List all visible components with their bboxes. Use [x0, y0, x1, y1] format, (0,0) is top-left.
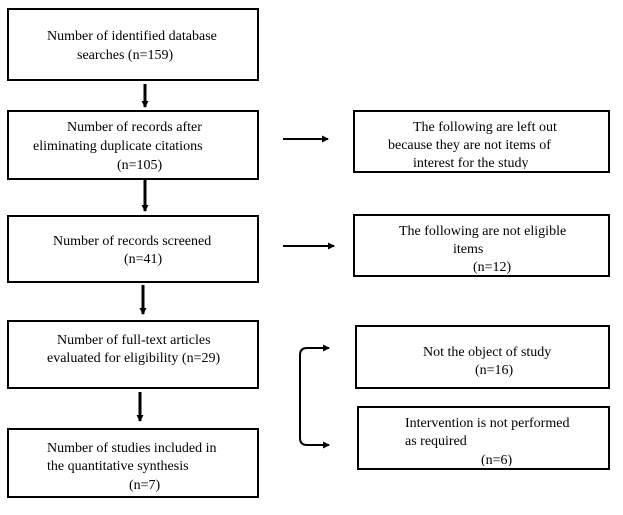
records-after-duplicates-line-1: Number of records after — [67, 120, 202, 135]
records-after-duplicates-box: Number of records after eliminating dupl… — [7, 110, 259, 180]
intervention-not-performed-line-2: as required — [405, 434, 467, 449]
excluded-not-interest-line-3: interest for the study — [413, 156, 529, 169]
identified-searches-line-1: Number of identified database — [47, 29, 217, 44]
full-text-articles-box: Number of full-text articles evaluated f… — [7, 320, 259, 389]
full-text-articles-line-2: evaluated for eligibility (n=29) — [47, 351, 221, 366]
records-after-duplicates-line-3: (n=105) — [117, 158, 163, 173]
identified-searches-line-2: searches (n=159) — [77, 48, 174, 63]
records-screened-line-2: (n=41) — [124, 252, 163, 267]
records-screened-box: Number of records screened (n=41) — [7, 215, 259, 283]
not-eligible-line-1: The following are not eligible — [399, 224, 567, 239]
excluded-not-interest-line-2: because they are not items of — [388, 138, 551, 153]
intervention-not-performed-box: Intervention is not performed as require… — [357, 406, 610, 470]
identified-searches-box: Number of identified database searches (… — [7, 8, 259, 81]
intervention-not-performed-line-1: Intervention is not performed — [405, 416, 570, 431]
records-screened-line-1: Number of records screened — [53, 234, 212, 249]
excluded-not-interest-box: The following are left out because they … — [353, 110, 610, 173]
intervention-not-performed-line-3: (n=6) — [481, 453, 513, 466]
not-object-of-study-line-1: Not the object of study — [423, 345, 552, 360]
not-eligible-box: The following are not eligible items (n=… — [353, 214, 610, 277]
bracket-arrow — [299, 347, 329, 446]
not-object-of-study-line-2: (n=16) — [475, 363, 514, 378]
not-eligible-line-3: (n=12) — [473, 260, 512, 274]
studies-included-line-3: (n=7) — [129, 478, 161, 493]
full-text-articles-line-1: Number of full-text articles — [57, 333, 211, 348]
studies-included-line-1: Number of studies included in — [47, 441, 217, 456]
studies-included-line-2: the quantitative synthesis — [47, 459, 189, 474]
records-after-duplicates-line-2: eliminating duplicate citations — [33, 139, 203, 154]
studies-included-box: Number of studies included in the quanti… — [7, 428, 259, 498]
not-eligible-line-2: items — [453, 242, 484, 257]
not-object-of-study-box: Not the object of study (n=16) — [355, 325, 610, 389]
excluded-not-interest-line-1: The following are left out — [413, 120, 557, 135]
